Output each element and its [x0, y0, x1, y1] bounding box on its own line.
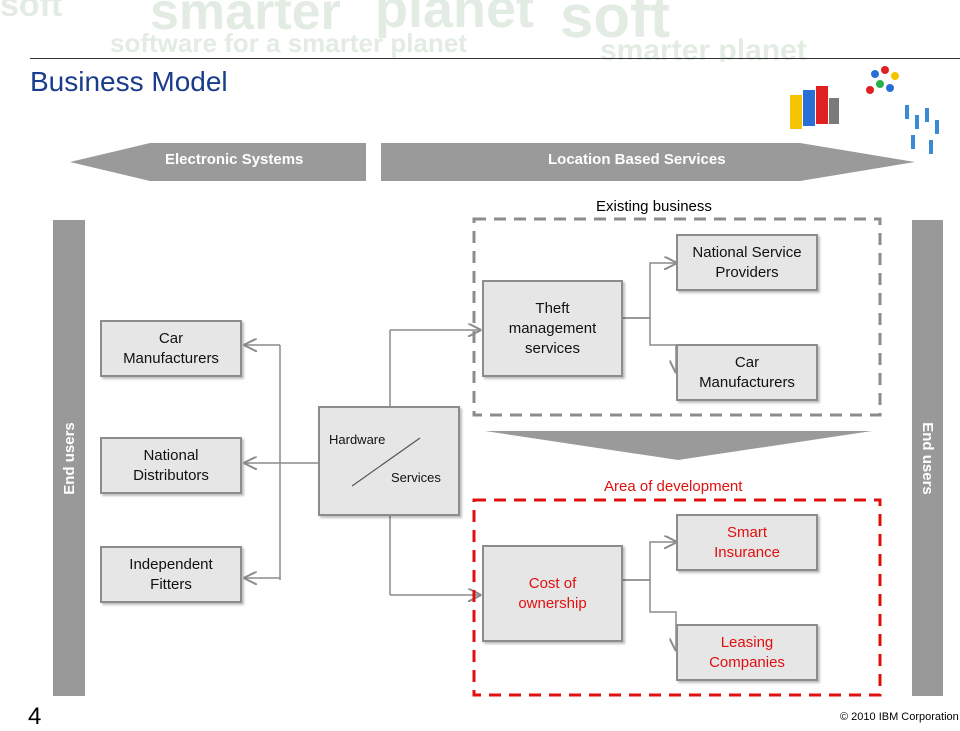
watermark-text: smarter planet: [600, 34, 807, 62]
divider-line: [351, 437, 421, 487]
cost-of-ownership-box: Cost of ownership: [482, 545, 623, 642]
independent-fitters-box: Independent Fitters: [100, 546, 242, 603]
hardware-label: Hardware: [329, 432, 386, 447]
left-end-users-bar: End users: [53, 220, 85, 696]
existing-business-label: Existing business: [596, 198, 712, 215]
watermark-text: soft: [0, 0, 63, 24]
watermark-text: smarter: [150, 0, 341, 41]
existing-business-region: [472, 217, 882, 417]
smart-insurance-box: Smart Insurance: [676, 514, 818, 571]
electronic-systems-label: Electronic Systems: [165, 151, 304, 168]
transition-chevron: [485, 431, 872, 460]
watermark-text: soft: [560, 0, 670, 50]
car-manufacturers-box: Car Manufacturers: [100, 320, 242, 377]
leasing-companies-box: Leasing Companies: [676, 624, 818, 681]
page-title: Business Model: [30, 66, 228, 97]
theft-management-box: Theft management services: [482, 280, 623, 377]
decorative-graphic: [790, 66, 939, 154]
area-of-development-label: Area of development: [604, 478, 743, 495]
services-label: Services: [391, 470, 441, 485]
national-service-providers-box: National Service Providers: [676, 234, 818, 291]
car-manufacturers-target-box: Car Manufacturers: [676, 344, 818, 401]
left-end-users-label: End users: [60, 421, 78, 495]
copyright: © 2010 IBM Corporation: [840, 711, 959, 723]
right-end-users-bar: End users: [912, 220, 943, 696]
header-watermark: soft smarter planet software for a smart…: [0, 0, 960, 62]
watermark-text: software for a smarter planet: [110, 28, 467, 58]
development-region: [472, 498, 882, 697]
page-number: 4: [28, 703, 42, 730]
right-end-users-label: End users: [919, 421, 936, 495]
hardware-services-box: Hardware Services: [318, 406, 460, 516]
national-distributors-box: National Distributors: [100, 437, 242, 494]
header-divider: [30, 58, 960, 59]
location-services-arrow: [381, 143, 915, 181]
electronic-systems-arrow: [70, 143, 366, 181]
location-services-label: Location Based Services: [548, 151, 726, 168]
watermark-text: planet: [375, 0, 535, 39]
